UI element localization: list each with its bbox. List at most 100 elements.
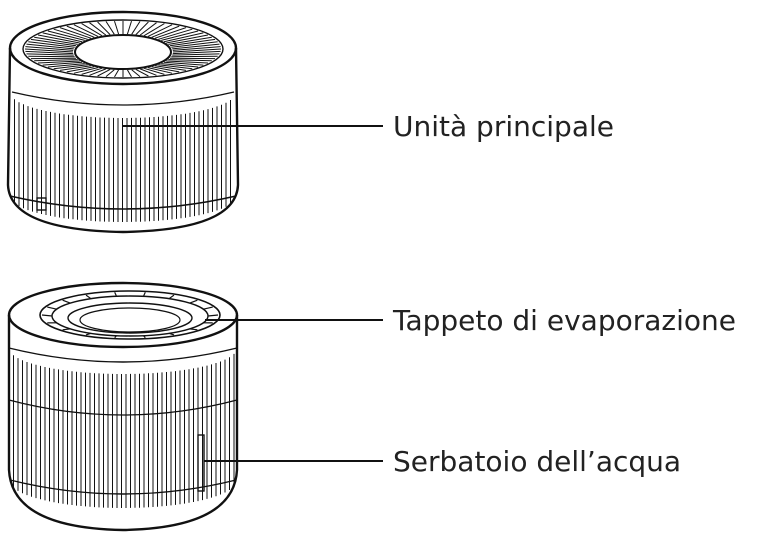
grille-spoke bbox=[59, 65, 91, 71]
grille-spoke bbox=[135, 21, 149, 35]
evaporation-mat-ring-3 bbox=[67, 302, 193, 334]
grille-spoke bbox=[89, 22, 107, 36]
grille-spoke bbox=[114, 69, 120, 78]
grille-spoke bbox=[30, 38, 77, 47]
mat-notch bbox=[114, 335, 117, 339]
grille-spoke bbox=[97, 21, 111, 35]
grille-spoke bbox=[126, 20, 132, 35]
grille-spoke bbox=[166, 60, 208, 64]
grille-spoke bbox=[169, 38, 216, 47]
grille-spoke bbox=[143, 23, 165, 37]
grille-spoke bbox=[143, 67, 165, 75]
main-unit-ribs bbox=[14, 99, 231, 222]
grille-spoke bbox=[158, 28, 193, 40]
grille-spoke bbox=[172, 48, 222, 53]
grille-spoke bbox=[161, 63, 199, 68]
grille-spoke bbox=[171, 41, 218, 48]
grille-spoke bbox=[66, 66, 95, 73]
grille-spoke bbox=[114, 20, 120, 35]
mat-notch bbox=[41, 314, 53, 317]
grille-spoke bbox=[89, 68, 107, 76]
grille-spoke bbox=[172, 46, 221, 51]
mat-notch bbox=[47, 306, 57, 310]
grille-spoke bbox=[42, 32, 83, 43]
evaporation-mat-ring-1 bbox=[39, 290, 221, 340]
grille-spoke bbox=[172, 43, 220, 50]
mat-notch bbox=[203, 306, 213, 310]
main-unit-top-inner-rim bbox=[22, 19, 224, 79]
main-unit-port bbox=[36, 197, 47, 211]
mat-notch bbox=[189, 328, 198, 331]
grille-spoke bbox=[158, 64, 193, 70]
grille-spoke bbox=[38, 60, 80, 64]
grille-spoke bbox=[135, 68, 149, 77]
main-unit-center-disc bbox=[74, 34, 172, 70]
grille-spoke bbox=[163, 32, 204, 43]
main-unit-body-outline bbox=[6, 47, 240, 234]
label-evaporation-mat: Tappeto di evaporazione bbox=[392, 304, 736, 337]
grille-spoke bbox=[28, 55, 75, 58]
mat-notch bbox=[85, 332, 92, 336]
tank-upper-band bbox=[8, 347, 238, 363]
grille-spoke bbox=[28, 41, 75, 48]
grille-spoke bbox=[66, 25, 95, 38]
grille-spoke bbox=[155, 65, 187, 71]
grille-spoke bbox=[38, 34, 80, 44]
mat-notch bbox=[62, 328, 71, 331]
label-water-tank: Serbatoio dell’acqua bbox=[393, 445, 681, 478]
tank-body-outline bbox=[7, 315, 239, 532]
grille-spoke bbox=[161, 30, 199, 41]
grille-spoke bbox=[139, 22, 157, 36]
grille-spoke bbox=[25, 50, 74, 55]
grille-spoke bbox=[172, 50, 221, 55]
grille-spoke bbox=[147, 24, 173, 37]
mat-notch bbox=[142, 292, 146, 297]
grille-spoke bbox=[105, 21, 115, 35]
evaporation-mat-notches bbox=[41, 292, 219, 339]
grille-spoke bbox=[147, 67, 173, 74]
tank-unit-drawing bbox=[7, 281, 239, 532]
grille-spoke bbox=[47, 63, 85, 68]
evaporation-mat-center bbox=[79, 307, 181, 333]
mat-notch bbox=[189, 299, 198, 304]
grille-spoke bbox=[97, 68, 111, 77]
mat-notch bbox=[207, 314, 219, 317]
main-unit-drawing bbox=[6, 10, 240, 234]
grille-spoke bbox=[131, 69, 141, 77]
mat-notch bbox=[143, 335, 146, 339]
grille-spoke bbox=[166, 34, 208, 44]
grille-spoke bbox=[53, 28, 88, 40]
tank-lower-band bbox=[9, 479, 237, 495]
grille-spoke bbox=[154, 27, 187, 39]
tank-mid-band bbox=[8, 399, 238, 416]
grille-spoke bbox=[171, 55, 218, 58]
grille-spoke bbox=[126, 69, 132, 78]
grille-spoke bbox=[24, 48, 74, 53]
grille-spoke bbox=[81, 23, 103, 37]
grille-spoke bbox=[81, 67, 103, 75]
mat-notch bbox=[114, 292, 118, 297]
grille-spoke bbox=[26, 43, 74, 50]
grille-spoke bbox=[34, 59, 78, 62]
grille-spoke bbox=[151, 25, 180, 38]
mat-notch bbox=[62, 299, 71, 304]
grille-spoke bbox=[163, 61, 204, 66]
grille-spoke bbox=[168, 36, 212, 45]
grille-spoke bbox=[151, 66, 180, 73]
mat-notch bbox=[85, 294, 92, 300]
grille-spoke bbox=[73, 24, 99, 37]
grille-spoke bbox=[131, 21, 141, 35]
main-unit-fan-grille bbox=[24, 20, 222, 78]
tank-ribs bbox=[13, 353, 235, 508]
evaporation-mat-ring-2 bbox=[51, 295, 209, 337]
callout-main-unit: Unità principale bbox=[123, 110, 614, 143]
grille-spoke bbox=[26, 53, 74, 56]
grille-spoke bbox=[53, 64, 88, 70]
grille-spoke bbox=[59, 27, 92, 39]
grille-spoke bbox=[34, 36, 78, 45]
mat-notch bbox=[168, 294, 175, 300]
grille-spoke bbox=[139, 68, 157, 76]
tank-water-window bbox=[197, 434, 205, 492]
main-unit-shoulder bbox=[11, 91, 235, 106]
grille-spoke bbox=[42, 61, 83, 66]
